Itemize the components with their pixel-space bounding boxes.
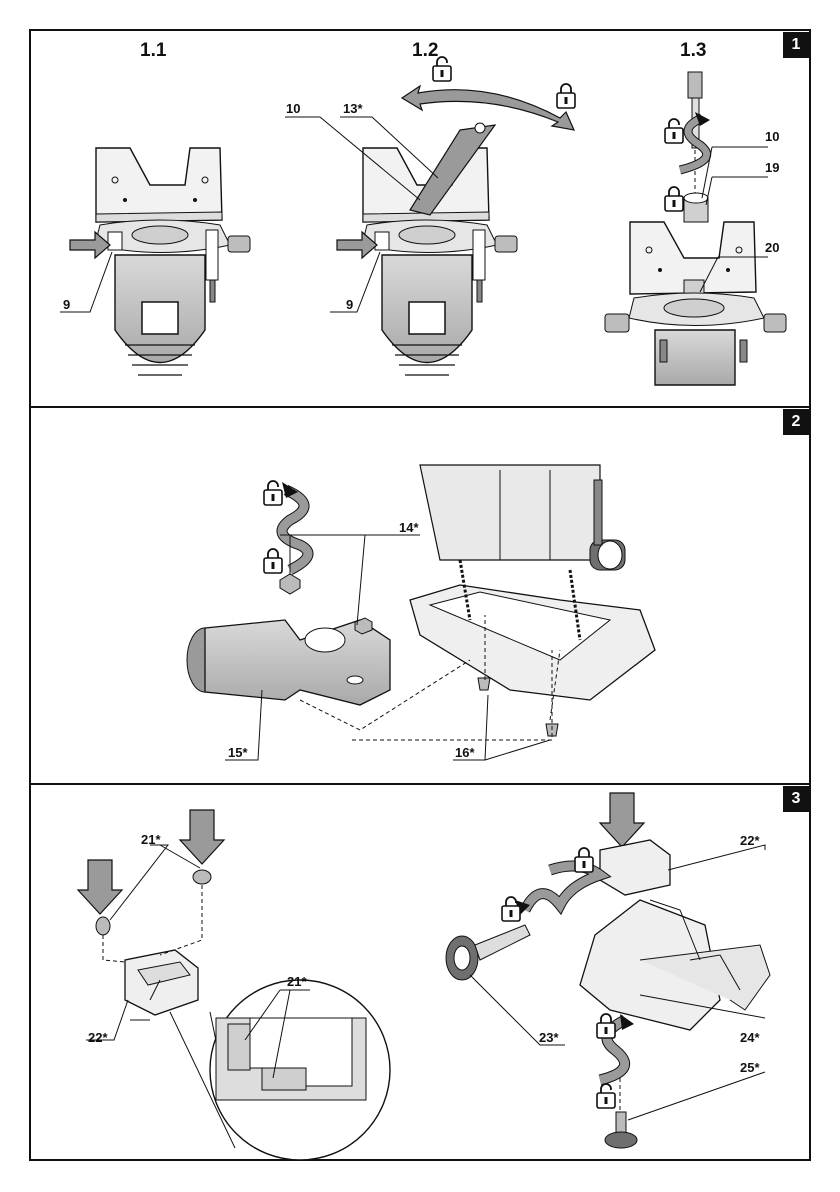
dust-extraction-figure (187, 465, 655, 760)
lock-open-icon (431, 56, 453, 82)
callout-13: 13* (343, 101, 363, 116)
router-figure-1-3 (605, 72, 786, 385)
callout-20: 20 (765, 240, 779, 255)
callout-15: 15* (228, 745, 248, 760)
lock-closed-icon (262, 548, 284, 574)
callout-19: 19 (765, 160, 779, 175)
callout-22: 22* (740, 833, 760, 848)
lock-open-icon (500, 896, 522, 922)
callout-10: 10 (765, 129, 779, 144)
lock-closed-icon (573, 847, 595, 873)
lock-closed-icon (555, 83, 577, 109)
callout-24: 24* (740, 1030, 760, 1045)
callout-14: 14* (399, 520, 419, 535)
lock-open-icon (262, 480, 284, 506)
callout-23: 23* (539, 1030, 559, 1045)
callout-9: 9 (63, 297, 70, 312)
callout-9: 9 (346, 297, 353, 312)
callout-21: 21* (141, 832, 161, 847)
lock-closed-icon (663, 186, 685, 212)
lock-closed-icon (595, 1013, 617, 1039)
callout-16: 16* (455, 745, 475, 760)
router-figure-1-2 (285, 86, 574, 375)
lock-open-icon (663, 118, 685, 144)
callout-22: 22* (88, 1030, 108, 1045)
router-figure-1-1 (60, 148, 250, 375)
callout-21: 21* (287, 974, 307, 989)
callout-10: 10 (286, 101, 300, 116)
nut-insert-figure (78, 810, 390, 1160)
lock-open-icon (595, 1083, 617, 1109)
callout-25: 25* (740, 1060, 760, 1075)
